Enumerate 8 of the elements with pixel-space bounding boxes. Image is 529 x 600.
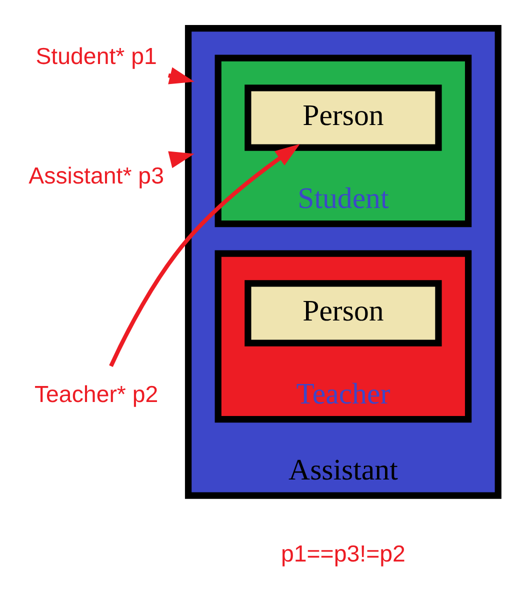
arrow [109,144,300,367]
label: p1==p3!=p2 [280,540,406,566]
node-text: Student* p1 [36,43,157,70]
arrow [168,151,194,168]
node-text: Assistant* p3 [28,162,164,189]
node-box: Person [244,84,442,151]
node-text: Teacher* p2 [34,381,158,408]
node-box: Person [244,280,442,346]
